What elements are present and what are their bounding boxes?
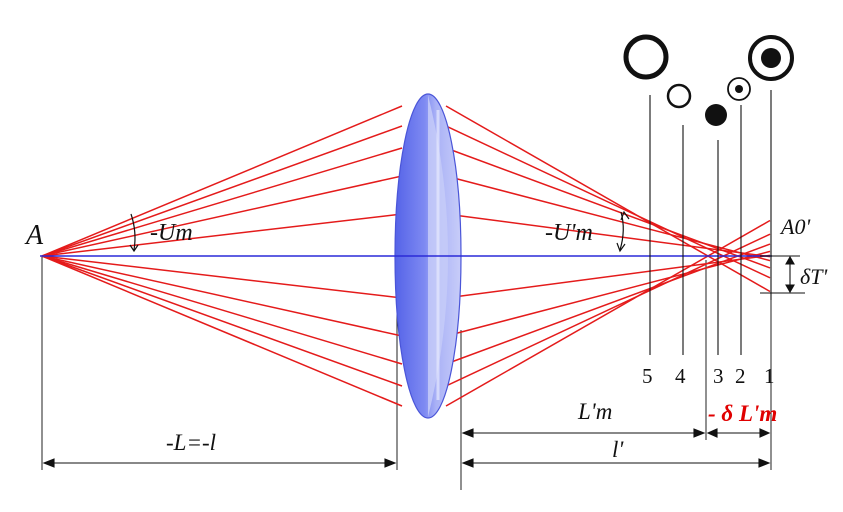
ray-image-7: [445, 243, 771, 365]
spot-4-ring: [666, 83, 692, 109]
ray-object-1: [41, 125, 403, 257]
ray-image-0: [445, 105, 771, 293]
plane-number-4: 4: [675, 364, 686, 388]
label-marginal-image-distance: L'm: [578, 399, 613, 424]
ray-object-7: [41, 255, 403, 365]
spot-1-ring: [748, 35, 794, 81]
label-longitudinal-aberration: - δ L'm: [708, 401, 778, 426]
ray-object-2: [41, 147, 403, 257]
label-paraxial-image-distance: l': [612, 437, 624, 462]
image-plane-lines: [649, 90, 772, 355]
ray-object-9: [41, 255, 403, 407]
label-point-a: A: [26, 220, 44, 251]
plane-number-1: 1: [764, 364, 775, 388]
label-object-distance: -L=-l: [166, 430, 217, 455]
spot-5-ring: [623, 34, 669, 80]
ray-image-4: [445, 213, 771, 258]
ray-image-8: [445, 233, 771, 387]
ray-image-6: [445, 250, 771, 337]
spot-2-ring: [727, 77, 751, 101]
ray-object-8: [41, 255, 403, 387]
spot-2-dot: [735, 85, 743, 93]
spot-1-dot: [761, 48, 781, 68]
plane-number-3: 3: [713, 364, 724, 388]
label-transverse-aberration: δT': [800, 264, 828, 289]
spot-3-disk: [705, 104, 727, 126]
ray-image-2: [445, 147, 771, 269]
plane-number-2: 2: [735, 364, 746, 388]
ray-bundle: [41, 105, 771, 407]
delta-t-marker: [760, 255, 805, 294]
label-image-aperture-angle: -U'm: [545, 220, 593, 246]
label-image-point: A0': [781, 214, 811, 239]
ray-image-5: [445, 254, 771, 299]
dimension-arrows: [42, 428, 771, 468]
ray-object-3: [41, 175, 403, 257]
plane-number-5: 5: [642, 364, 653, 388]
ray-image-1: [445, 125, 771, 279]
angle-markers: [129, 210, 630, 253]
ray-object-6: [41, 255, 403, 337]
label-aperture-angle: -Um: [150, 220, 193, 246]
ray-object-0: [41, 105, 403, 257]
spot-diagrams: [623, 34, 794, 126]
ray-image-9: [445, 219, 771, 407]
ray-image-3: [445, 175, 771, 262]
ray-object-4: [41, 213, 403, 257]
ray-object-5: [41, 255, 403, 299]
